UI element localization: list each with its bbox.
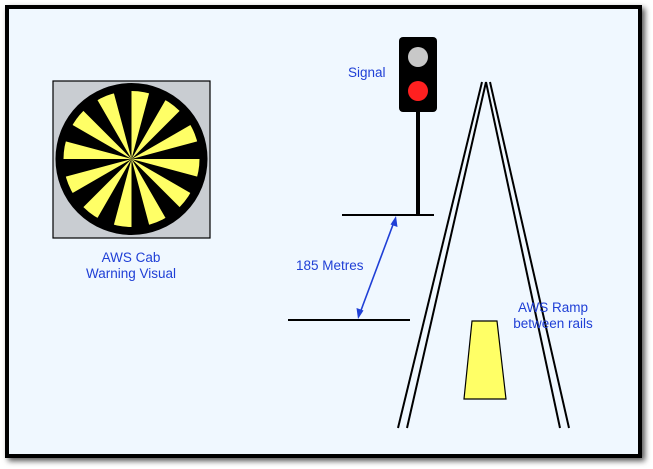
- rails: [397, 81, 570, 429]
- cab-visual-label: AWS Cab Warning Visual: [61, 250, 201, 282]
- distance-arrow: [356, 216, 398, 319]
- ramp-label-line1: AWS Ramp: [517, 300, 588, 315]
- aws-cab-warning-visual: [52, 80, 211, 239]
- signal-lamp-red: [408, 81, 428, 101]
- right-rail-inner: [485, 81, 561, 429]
- sunflower-ray: [131, 89, 150, 159]
- sunflower-rim: [55, 83, 208, 235]
- sunflower-ray: [96, 91, 132, 159]
- sunflower-ray: [131, 159, 193, 209]
- aws-ramp: [463, 320, 507, 400]
- sunflower-rays: [61, 89, 202, 229]
- ramp-label: AWS Ramp between rails: [498, 300, 608, 332]
- sunflower-ray: [113, 159, 132, 229]
- distance-label: 185 Metres: [296, 258, 364, 273]
- right-rail-outer: [489, 81, 570, 429]
- sunflower-ray: [131, 159, 202, 178]
- cab-visual-label-line1: AWS Cab: [101, 250, 161, 265]
- left-rail-inner: [406, 81, 487, 429]
- sunflower-ray: [131, 98, 181, 159]
- sunflower-ray: [63, 159, 132, 194]
- ramp-label-line2: between rails: [513, 316, 593, 331]
- signal: [399, 37, 437, 215]
- sunflower-ray: [82, 159, 132, 220]
- sunflower-ray: [131, 124, 200, 159]
- sunflower-ray: [70, 109, 132, 159]
- left-rail-outer: [397, 81, 483, 429]
- signal-lamp-unlit: [408, 47, 428, 67]
- sunflower-ray: [131, 159, 167, 227]
- sunflower-ray: [61, 140, 132, 159]
- cab-visual-label-line2: Warning Visual: [85, 266, 177, 281]
- signal-label: Signal: [348, 65, 386, 80]
